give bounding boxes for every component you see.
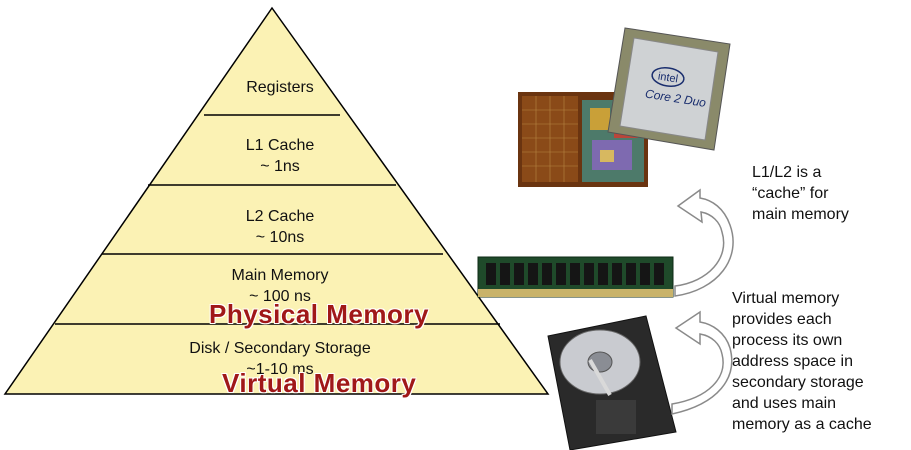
physical-memory-label: Physical Memory [209, 299, 429, 329]
tier-latency: ~ 1ns [260, 158, 300, 175]
upward-arrow-icon [674, 188, 734, 297]
tier-title: L2 Cache [245, 208, 315, 225]
tier-main-memory: Main Memory ~ 100 ns [232, 265, 329, 307]
tier-registers: Registers [246, 77, 314, 98]
hard-disk-image [547, 315, 677, 450]
tier-title: Disk / Secondary Storage [189, 340, 371, 357]
tier-title: Registers [246, 79, 314, 96]
tier-disk-storage: Disk / Secondary Storage ~1-10 ms [189, 338, 370, 380]
ram-module-image [477, 256, 674, 298]
tier-latency: ~ 10ns [255, 229, 305, 246]
upward-arrow-icon [671, 310, 733, 415]
tier-latency: ~ 100 ns [249, 288, 311, 305]
pyramid-shape [3, 6, 550, 395]
cache-note: L1/L2 is a “cache” for main memory [752, 164, 849, 223]
chip-brand-text: intel [657, 70, 679, 85]
tier-latency: ~1-10 ms [246, 361, 314, 378]
virtual-memory-note: Virtual memory provides each process its… [732, 290, 872, 433]
tier-title: Main Memory [231, 267, 329, 284]
cpu-chip-image: intel Core 2 Duo [607, 27, 731, 151]
tier-l1-cache: L1 Cache ~ 1ns [246, 135, 315, 177]
tier-l2-cache: L2 Cache ~ 10ns [246, 206, 315, 248]
tier-title: L1 Cache [245, 137, 315, 154]
cpu-die-image [518, 92, 648, 187]
virtual-memory-label: Virtual Memory [222, 368, 417, 398]
